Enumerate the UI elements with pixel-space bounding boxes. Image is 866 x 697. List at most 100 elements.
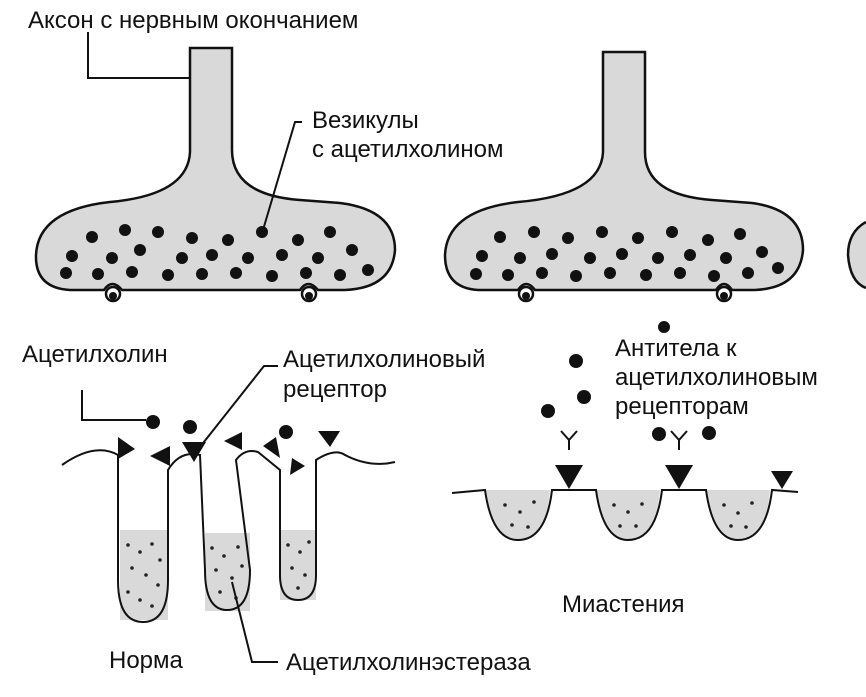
vesicle [362,264,374,276]
antibodies-label-line2: ацетилхолиновым [615,364,818,391]
vesicle [666,226,678,238]
leader-vesicles [262,121,302,231]
vesicle [222,234,234,246]
acetylcholine-molecule [702,426,716,440]
vesicle [536,267,548,279]
vesicle [276,249,288,261]
acetylcholine-receptor [665,465,693,489]
vesicle [300,267,312,279]
vesicle [256,226,268,238]
vesicle [66,250,78,262]
leader-axon [87,32,190,79]
acetylcholine-molecule [183,420,197,434]
acetylcholine-molecules-normal [146,415,293,439]
vesicle [206,249,218,261]
vesicle [674,267,686,279]
postsynaptic-membrane-normal [61,415,396,624]
acetylcholine-molecule [279,425,293,439]
vesicle [126,266,138,278]
vesicle [684,249,696,261]
receptor-label-line1: Ацетилхолиновый [283,346,485,373]
acetylcholinesterase-label: Ацетилхолинэстераза [286,649,531,676]
acetylcholine-label: Ацетилхолин [22,341,168,368]
vesicle [196,268,208,280]
vesicle [604,267,616,279]
acetylcholine-molecule [541,404,555,418]
acetylcholine-receptor [118,437,135,459]
vesicle [632,232,644,244]
postsynaptic-membrane-myasthenia [451,321,799,542]
vesicle [230,267,242,279]
vesicles-myasthenia [470,226,784,282]
receptor-label-line2: рецептор [283,376,387,403]
receptors-myasthenia [555,465,793,489]
acetylcholine-molecule [577,390,591,404]
vesicle [756,246,768,258]
vesicles-label-line2: с ацетилхолином [312,136,504,163]
acetylcholine-receptor [318,431,340,447]
antibodies [560,430,688,450]
vesicle [708,270,720,282]
vesicle [152,226,164,238]
acetylcholine-receptor [224,432,242,450]
vesicle [86,231,98,243]
myasthenia-label: Миастения [562,591,684,618]
vesicle [702,234,714,246]
vesicle [312,252,324,264]
antibodies-label-line3: рецепторам [615,393,749,420]
vesicle [502,269,514,281]
vesicle [292,234,304,246]
leader-lines [81,32,302,663]
vesicle [324,226,336,238]
specks-myasthenia [503,500,754,529]
vesicle [616,248,628,260]
vesicle [772,262,784,274]
vesicles-normal [60,224,374,282]
nerve-ending-normal [34,46,397,303]
vesicle [60,267,72,279]
release-sites-myasthenia [517,285,733,303]
vesicle [476,250,488,262]
nerve-ending-partial [846,220,866,290]
receptors-normal [118,431,340,475]
leader-receptor [195,365,278,453]
acetylcholine-receptor [555,465,583,489]
vesicle [584,252,596,264]
vesicle [92,268,104,280]
vesicle [334,269,346,281]
vesicle [176,252,188,264]
vesicle [346,244,358,256]
vesicle [162,269,174,281]
antibody [560,430,578,450]
vesicle [596,226,608,238]
vesicle [546,248,558,260]
acetylcholine-molecule [569,354,583,368]
antibodies-label-line1: Антитела к [615,335,737,362]
norm-label: Норма [109,647,184,674]
vesicle [734,228,746,240]
vesicle [106,252,118,264]
vesicle [640,269,652,281]
leader-acetylcholine [81,390,146,421]
acetylcholine-molecules-myasthenia [541,321,716,441]
acetylcholine-molecule [146,415,160,429]
acetylcholine-receptor [771,471,793,489]
acetylcholine-receptor [290,458,305,475]
vesicle [720,252,732,264]
vesicle [514,252,526,264]
membrane-folds-myasthenia [451,488,799,542]
vesicle [494,231,506,243]
vesicle [186,232,198,244]
vesicle [134,244,146,256]
vesicle [119,224,131,236]
nerve-ending-myasthenia [443,50,805,303]
vesicle [562,232,574,244]
acetylcholine-receptor [263,437,280,458]
vesicles-label-line1: Везикулы [312,107,419,134]
antibody [670,430,688,450]
leader-acetylcholinesterase [231,581,278,663]
vesicle [266,270,278,282]
vesicle [242,252,254,264]
acetylcholine-receptor [150,446,170,466]
